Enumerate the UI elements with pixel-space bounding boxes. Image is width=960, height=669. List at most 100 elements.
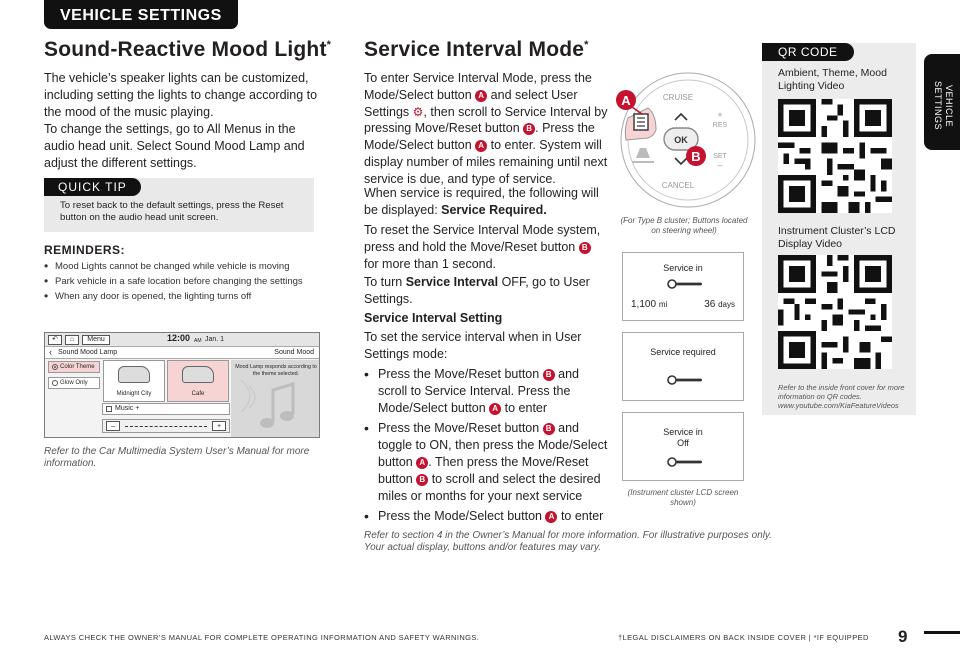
text-run: for more than 1 second. — [364, 256, 497, 271]
cluster-title: Service in — [663, 263, 703, 273]
side-tab: VEHICLE SETTINGS — [924, 54, 960, 150]
steering-wheel-buttons: OK CRUISE + RES SET – CANCEL A B — [616, 72, 756, 208]
ok-label: OK — [674, 135, 688, 145]
cruise-label: CRUISE — [663, 93, 693, 102]
service-interval-title-sup: * — [584, 39, 589, 51]
text-run: , then scroll to Service Interval by pre… — [364, 104, 608, 136]
home-icon[interactable]: ⌂ — [65, 335, 79, 345]
badge-a: A — [489, 402, 502, 415]
head-unit-caption: Refer to the Car Multimedia System User’… — [44, 446, 310, 469]
wheel-caption: (For Type B cluster; Buttons located on … — [620, 216, 748, 235]
clock-time: 12:00 — [167, 333, 191, 343]
cluster-screen-service-required: Service required — [622, 332, 744, 401]
chevron-up-icon — [674, 112, 688, 121]
mood-light-title: Sound-Reactive Mood Light* — [44, 38, 331, 62]
badge-b: B — [542, 369, 555, 381]
qr-code-icon — [778, 99, 892, 213]
back-arrow-icon[interactable]: ‹ — [49, 347, 52, 357]
text-run: and select User Settings — [364, 87, 578, 119]
wrench-icon — [667, 375, 702, 385]
service-subhead: Service Interval Setting — [364, 311, 503, 325]
qr-code-icon — [778, 255, 892, 369]
option-color-theme[interactable]: Color Theme — [48, 361, 100, 373]
menu-button[interactable]: Menu — [82, 335, 110, 345]
text-run: Press the Move/Reset button — [378, 367, 543, 381]
reminder-item: Park vehicle in a safe location before c… — [44, 275, 324, 288]
cluster-screen-service-off: Service in Off — [622, 412, 744, 481]
cluster-days: 36 days — [704, 299, 735, 310]
text-run: . Press the Mode/Select button — [364, 121, 595, 153]
tile-label: Cafe — [191, 391, 205, 397]
cluster-caption: (Instrument cluster LCD screen shown) — [627, 488, 739, 507]
text-run: to enter — [557, 509, 604, 524]
qr-title-mood-video: Ambient, Theme, Mood Lighting Video — [778, 67, 887, 92]
service-interval-title-text: Service Interval Mode — [364, 38, 585, 61]
head-unit-top-bar: ↶ ⌂ Menu 12:00 AM Jan. 1 — [45, 333, 319, 347]
music-plus-checkbox[interactable]: Music + — [102, 403, 230, 415]
service-para-1: To enter Service Interval Mode, press th… — [364, 70, 608, 188]
mood-light-para-2: To change the settings, go to All Menus … — [44, 122, 305, 170]
head-unit-title-bar: ‹ Sound Mood Lamp Sound Mood — [45, 347, 319, 359]
text-run: To turn — [364, 275, 406, 289]
tile-midnight-city[interactable]: Midnight City — [103, 360, 165, 402]
badge-a: A — [545, 511, 558, 524]
driver-assist-icon — [632, 148, 654, 163]
res-label: RES — [713, 122, 728, 129]
mood-light-title-sup: * — [326, 39, 332, 51]
back-icon[interactable]: ↶ — [48, 335, 62, 345]
cluster-miles: 1,100 mi — [631, 299, 667, 310]
section-tab: VEHICLE SETTINGS — [44, 0, 238, 29]
tile-cafe[interactable]: Cafe — [167, 360, 229, 402]
text-run: To reset the Service Interval Mode syste… — [364, 223, 601, 254]
service-step: Press the Move/Reset button B and toggle… — [364, 420, 608, 504]
res-plus-label: + — [717, 110, 722, 120]
days-value: 36 — [704, 299, 716, 310]
quick-tip-label: QUICK TIP — [44, 178, 141, 196]
radio-icon — [52, 380, 58, 386]
screen-title: Sound Mood Lamp — [58, 349, 118, 356]
text-run: and scroll to Service Interval. Press th… — [378, 367, 580, 415]
text-run: Press the Mode/Select button — [378, 509, 546, 524]
service-bottom-caption: Refer to section 4 in the Owner’s Manual… — [364, 530, 772, 553]
wrench-icon — [667, 279, 702, 289]
badge-a: A — [475, 140, 488, 153]
service-steps: Press the Move/Reset button B and scroll… — [364, 366, 608, 529]
side-tab-label: VEHICLE SETTINGS — [933, 81, 954, 131]
service-step: Press the Move/Reset button B and scroll… — [364, 366, 608, 416]
callout-a: A — [621, 93, 631, 108]
badge-b: B — [416, 473, 429, 486]
qr-code-mood-video[interactable] — [778, 99, 892, 213]
badge-b: B — [542, 423, 555, 436]
minus-button[interactable]: – — [106, 421, 120, 431]
level-slider[interactable]: – + — [102, 419, 230, 433]
reminders-heading: REMINDERS: — [44, 243, 126, 257]
text-run: to enter — [501, 400, 548, 415]
cluster-screen-service-in: Service in 1,100 mi 36 days — [622, 252, 744, 321]
reminder-item: When any door is opened, the lighting tu… — [44, 290, 324, 303]
car-icon — [182, 366, 214, 383]
text-run: and toggle to ON, then press the Mode/Se… — [378, 421, 608, 469]
option-glow-only[interactable]: Glow Only — [48, 377, 100, 389]
callout-b: B — [691, 149, 700, 164]
qr-code-cluster-video[interactable] — [778, 255, 892, 369]
service-para-5: To set the service interval when in User… — [364, 330, 582, 361]
miles-unit: mi — [658, 300, 668, 309]
text-run: When service is required, the following … — [364, 186, 599, 217]
tile-label: Midnight City — [116, 391, 152, 397]
text-run: to scroll and select the desired miles o… — [378, 471, 601, 503]
wrench-icon — [667, 457, 702, 467]
plus-button[interactable]: + — [212, 421, 226, 431]
service-step: Press the Mode/Select button A to enter — [364, 508, 608, 525]
checkbox-icon — [106, 406, 112, 412]
badge-a: A — [475, 89, 488, 102]
reminder-item: Mood Lights cannot be changed while vehi… — [44, 260, 324, 273]
quick-tip-box: QUICK TIP To reset back to the default s… — [44, 178, 314, 232]
service-para-3: To reset the Service Interval Mode syste… — [364, 222, 608, 272]
reminders: REMINDERS: Mood Lights cannot be changed… — [44, 243, 324, 306]
page-number: 9 — [898, 627, 908, 646]
head-unit-screen: ↶ ⌂ Menu 12:00 AM Jan. 1 ‹ Sound Mood La… — [44, 332, 320, 438]
text-run: OFF, go to User Settings. — [364, 275, 590, 306]
service-para-2: When service is required, the following … — [364, 185, 608, 219]
miles-value: 1,100 — [631, 299, 657, 310]
text-run: to enter. System will display number of … — [364, 138, 608, 186]
